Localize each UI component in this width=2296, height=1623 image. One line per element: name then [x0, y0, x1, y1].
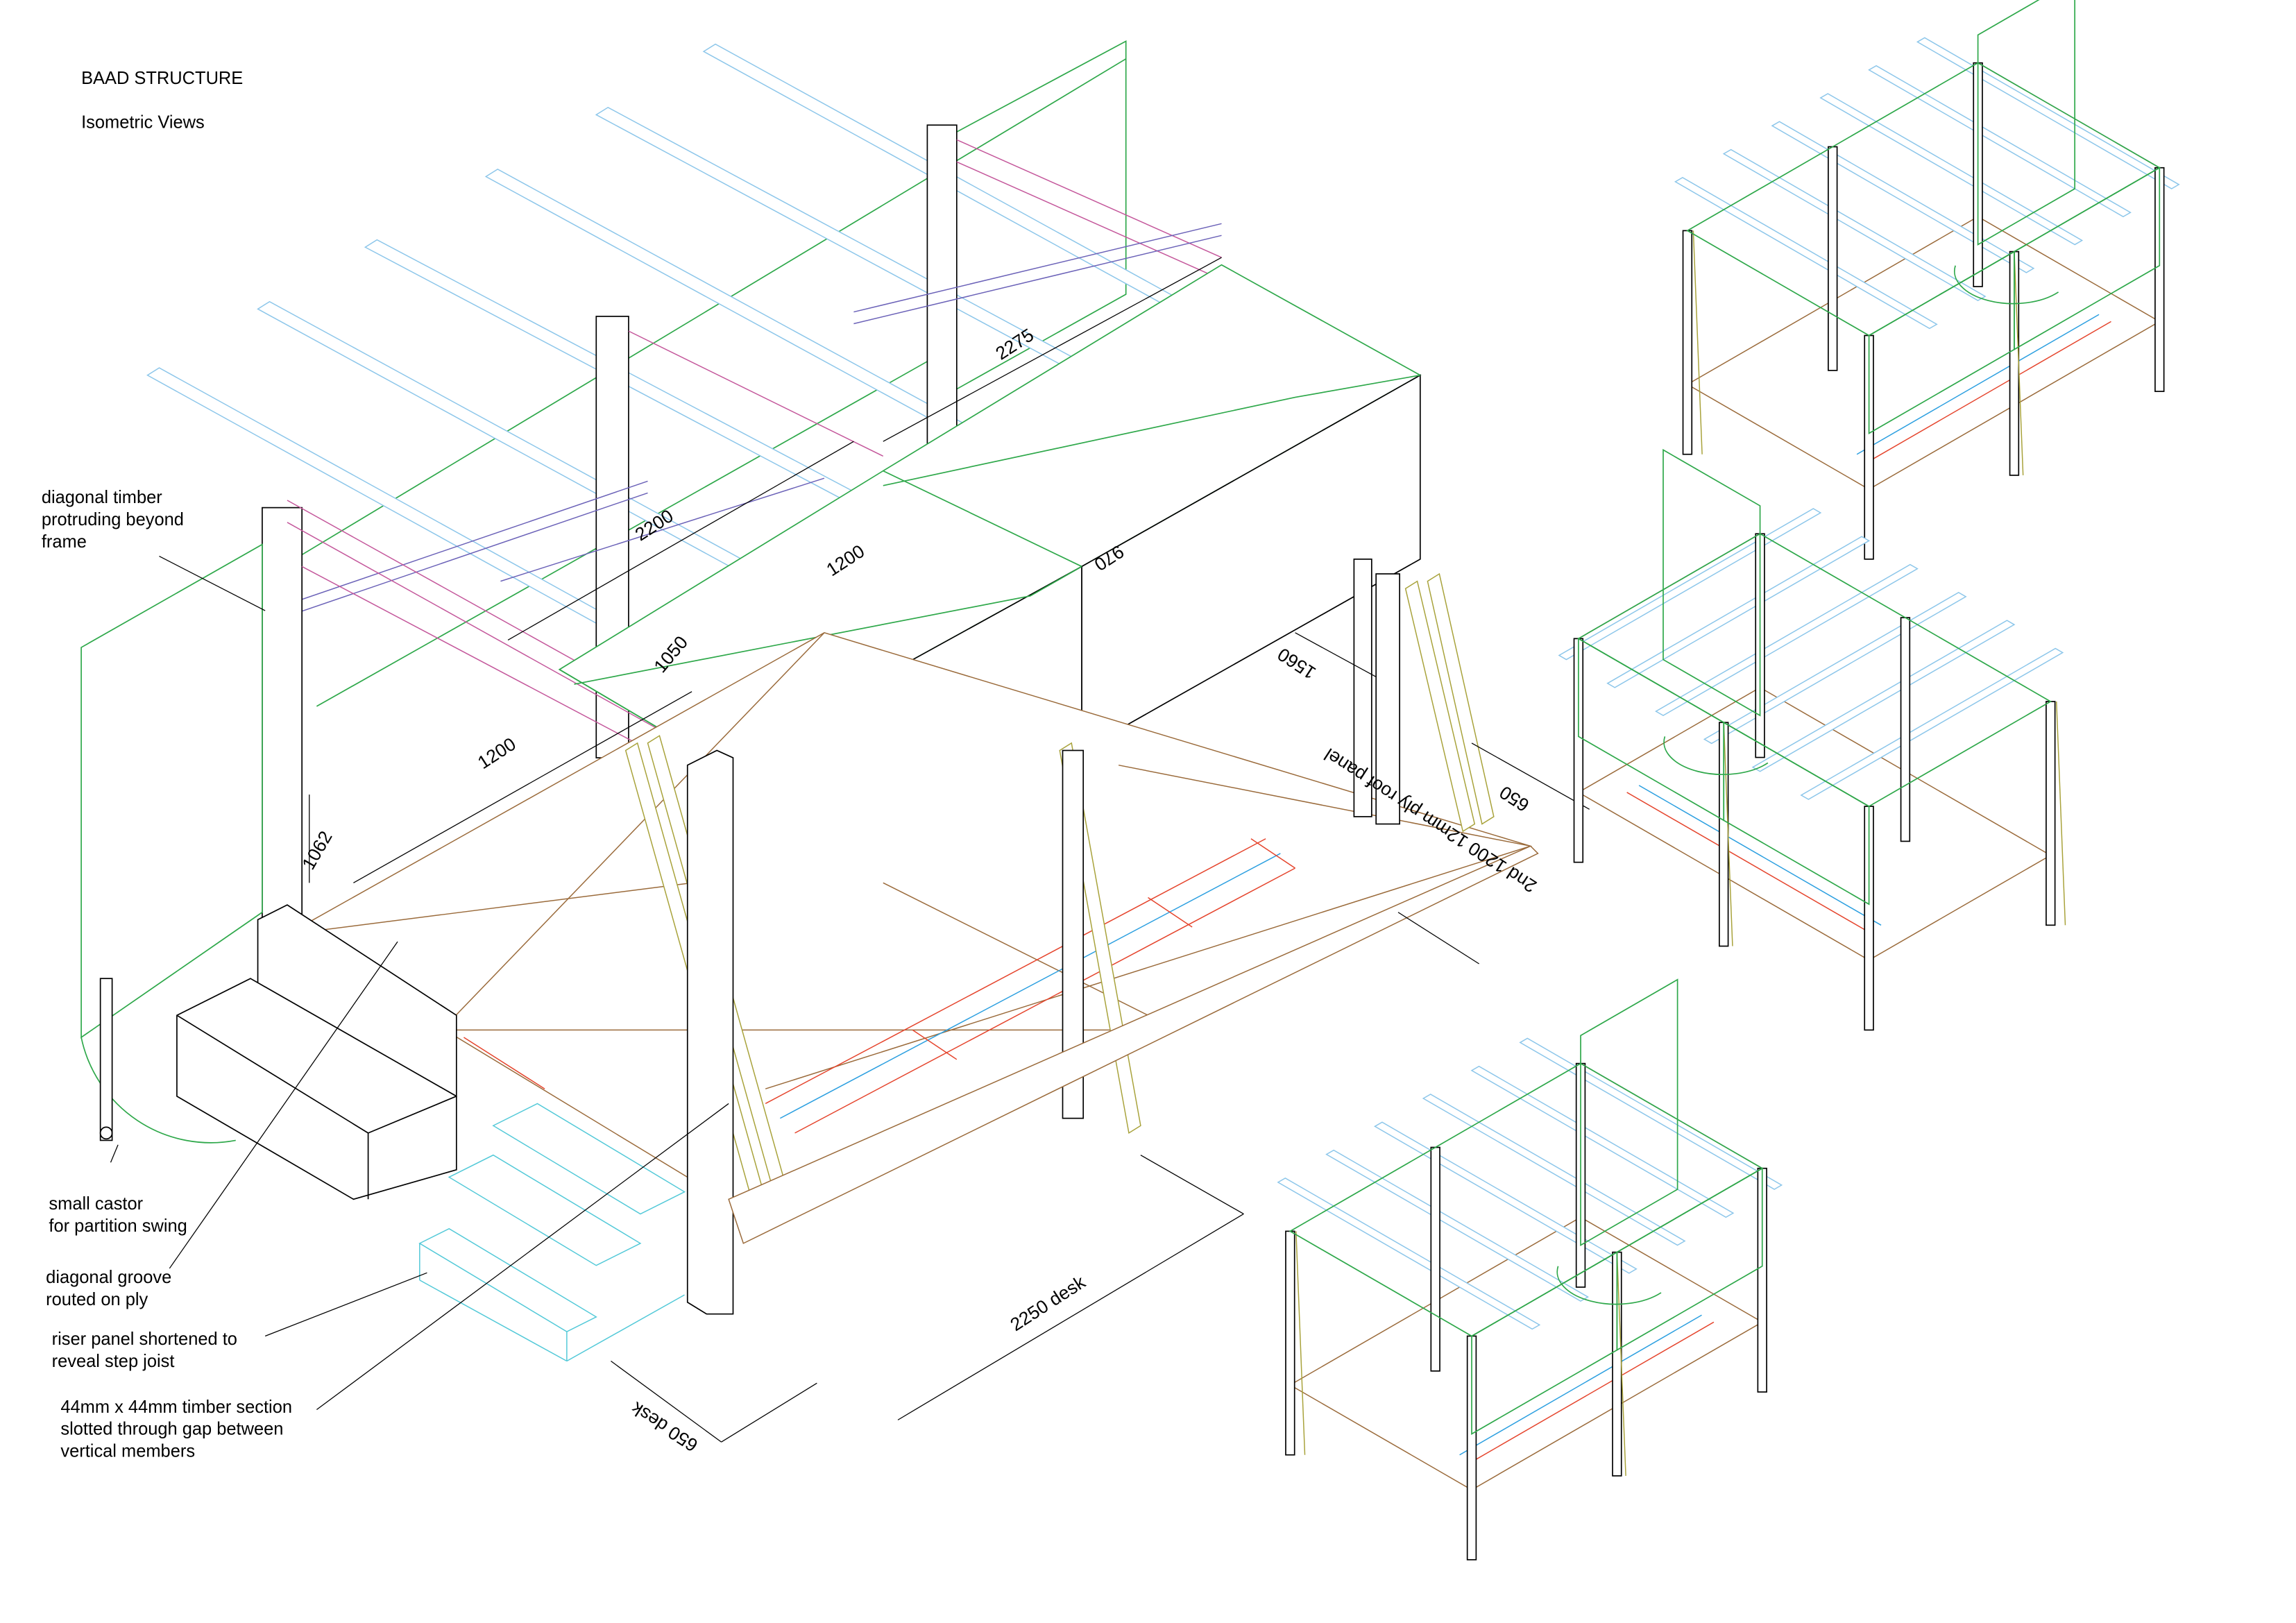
bench-box	[176, 978, 457, 1200]
post	[1353, 558, 1372, 817]
roof-beam	[1655, 563, 1919, 716]
post	[1430, 1146, 1440, 1372]
back-wall-line	[316, 352, 943, 707]
note-castor: small castor	[49, 1194, 143, 1214]
leader-line	[169, 941, 398, 1269]
isometric-view-bottom	[1277, 978, 1783, 1561]
roof-beam	[1422, 1094, 1686, 1246]
bench-edge	[176, 1014, 369, 1134]
riser-panel	[257, 904, 457, 1098]
sheet-subtitle: Isometric Views	[81, 112, 205, 132]
roof-beam	[1722, 148, 1987, 301]
floor-grooves	[287, 632, 1531, 1089]
post	[2046, 701, 2056, 926]
leader-line	[159, 556, 266, 611]
roof-beam	[1325, 1149, 1589, 1302]
castor-leg	[99, 978, 113, 1141]
front-fascia-panel-2	[1081, 374, 1421, 751]
post	[1828, 146, 1838, 371]
post	[1375, 573, 1400, 825]
partition-panel	[1977, 0, 2076, 246]
bench-edge	[368, 1096, 457, 1134]
dim-2250-desk: 2250 desk	[1007, 1271, 1090, 1335]
note-timber-section: slotted through gap between	[60, 1420, 283, 1439]
floor-ply	[1289, 1216, 1764, 1490]
partition-swing-arc	[1663, 736, 1769, 775]
dim-650: 650	[1496, 782, 1533, 816]
floor-joist	[1856, 314, 2100, 455]
partition-panel	[1580, 978, 1678, 1247]
note-timber-section: vertical members	[60, 1441, 195, 1461]
isometric-view-top-right	[1674, 0, 2180, 560]
partition-swing-arc	[1953, 265, 2059, 305]
post	[1900, 617, 1911, 842]
roof-beam	[1800, 647, 2064, 800]
post	[1682, 230, 1693, 455]
steps	[418, 1103, 686, 1362]
partition-swing-arc	[1556, 1266, 1662, 1305]
castor-wheel-icon	[99, 1126, 113, 1140]
note-riser: reveal step joist	[52, 1352, 175, 1371]
floor-joist	[1471, 1321, 1715, 1463]
top-rail	[301, 566, 692, 773]
desk-board	[728, 845, 1539, 1244]
diagonal-timber	[1616, 1252, 1626, 1476]
cross-braces	[247, 223, 1222, 631]
annotations: diagonal timber protruding beyond frame …	[42, 488, 729, 1461]
roof-edge	[574, 566, 1082, 685]
roof-beam	[1819, 93, 2084, 246]
note-groove: routed on ply	[46, 1290, 148, 1309]
main-isometric-view: 2275 2200 1200 1050 1200 1062 970 1560 2…	[80, 40, 1590, 1456]
roof-beam	[1674, 176, 1938, 330]
diagonal-timber	[2056, 701, 2066, 926]
diagonal-timber	[2014, 251, 2024, 475]
diagonal-timber	[1692, 230, 1703, 454]
diagonal-timber	[1723, 722, 1733, 946]
floor-joist	[1638, 785, 1882, 926]
floor-ply	[1577, 686, 2052, 961]
back-wall-line	[294, 58, 1127, 560]
roof-edge	[883, 374, 1420, 486]
floor-joist	[1459, 1314, 1702, 1456]
roof-beam	[1277, 1177, 1541, 1330]
dim-1062: 1062	[298, 827, 336, 873]
dim-650-desk: 650 desk	[627, 1397, 701, 1456]
top-rail	[956, 139, 1222, 258]
roof-beam	[1868, 65, 2132, 218]
roof-beam	[1470, 1065, 1735, 1218]
post	[1285, 1230, 1295, 1456]
top-rail	[956, 161, 1222, 280]
left-partition-panel	[80, 543, 263, 1039]
dim-1200-floor: 1200	[474, 733, 520, 773]
partition-panel	[1663, 448, 1761, 717]
roof-beams	[146, 43, 1279, 685]
note-groove: diagonal groove	[46, 1268, 171, 1287]
dimension-lines	[309, 257, 1590, 1443]
diagonal-timber	[1295, 1231, 1306, 1455]
note-diagonal-timber: protruding beyond	[42, 510, 184, 529]
note-riser: riser panel shortened to	[52, 1329, 237, 1349]
floor-joist	[1869, 321, 2111, 462]
leader-line	[316, 1103, 729, 1411]
floor-joists	[464, 838, 1295, 1134]
sheet-title: BAAD STRUCTURE	[81, 69, 243, 88]
top-rail	[628, 330, 884, 457]
note-timber-section: 44mm x 44mm timber section	[60, 1397, 292, 1417]
floor-ply	[1686, 216, 2161, 490]
leader-line	[264, 1272, 427, 1337]
note-diagonal-timber: frame	[42, 532, 87, 552]
isometric-view-middle-right	[1558, 448, 2066, 1031]
floor-joist	[1626, 792, 1869, 933]
note-diagonal-timber: diagonal timber	[42, 488, 162, 507]
roof-beam	[1606, 536, 1871, 688]
note-castor: for partition swing	[49, 1216, 187, 1236]
leader-line	[110, 1144, 119, 1163]
partition-swing-arc	[80, 1037, 236, 1144]
post-front-left	[262, 507, 303, 935]
post-front-right	[686, 749, 734, 1315]
roof-panel-joint	[883, 470, 1082, 568]
dim-1560: 1560	[1274, 644, 1320, 683]
